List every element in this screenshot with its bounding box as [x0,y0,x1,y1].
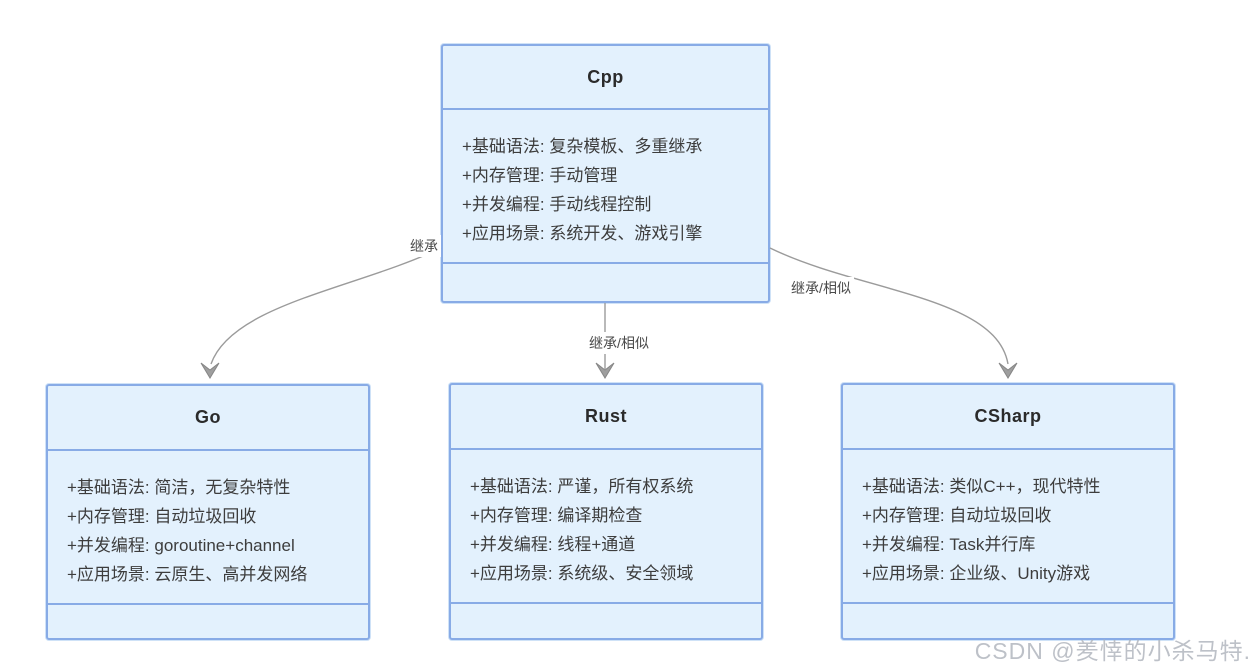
class-attribute: +并发编程: 手动线程控制 [462,195,652,214]
class-box-go[interactable]: Go +基础语法: 简洁，无复杂特性 +内存管理: 自动垃圾回收 +并发编程: … [46,384,370,640]
class-attribute: +应用场景: 系统级、安全领域 [470,564,694,583]
edge-label-cpp-rust: 继承/相似 [586,332,652,354]
class-attribute: +内存管理: 自动垃圾回收 [67,507,257,526]
arrowhead-csharp-icon [998,362,1018,379]
class-attribute: +基础语法: 严谨，所有权系统 [470,477,694,496]
class-box-cpp[interactable]: Cpp +基础语法: 复杂模板、多重继承 +内存管理: 手动管理 +并发编程: … [441,44,770,303]
class-title-csharp: CSharp [843,385,1173,450]
class-attribute: +内存管理: 编译期检查 [470,506,643,525]
class-attributes-csharp: +基础语法: 类似C++，现代特性 +内存管理: 自动垃圾回收 +并发编程: T… [843,450,1173,604]
class-attributes-rust: +基础语法: 严谨，所有权系统 +内存管理: 编译期检查 +并发编程: 线程+通… [451,450,761,604]
class-attribute: +并发编程: 线程+通道 [470,535,636,554]
class-attribute: +应用场景: 系统开发、游戏引擎 [462,224,703,243]
class-attribute: +应用场景: 云原生、高并发网络 [67,565,308,584]
edge-label-cpp-go: 继承 [407,235,441,257]
class-attribute: +并发编程: goroutine+channel [67,536,295,555]
class-methods-empty-rust [451,604,761,638]
edge-label-cpp-csharp: 继承/相似 [788,277,854,299]
class-attribute: +基础语法: 简洁，无复杂特性 [67,478,291,497]
class-attribute: +应用场景: 企业级、Unity游戏 [862,564,1091,583]
class-methods-empty-cpp [443,264,768,301]
class-attributes-go: +基础语法: 简洁，无复杂特性 +内存管理: 自动垃圾回收 +并发编程: gor… [48,451,368,605]
class-attribute: +内存管理: 手动管理 [462,166,618,185]
class-attribute: +基础语法: 类似C++，现代特性 [862,477,1101,496]
class-attribute: +并发编程: Task并行库 [862,535,1036,554]
class-title-rust: Rust [451,385,761,450]
class-attributes-cpp: +基础语法: 复杂模板、多重继承 +内存管理: 手动管理 +并发编程: 手动线程… [443,110,768,264]
watermark: CSDN @羑悻的小杀马特. [974,638,1251,664]
class-box-rust[interactable]: Rust +基础语法: 严谨，所有权系统 +内存管理: 编译期检查 +并发编程:… [449,383,763,640]
arrowhead-rust-icon [595,362,615,379]
class-methods-empty-go [48,605,368,638]
class-attribute: +内存管理: 自动垃圾回收 [862,506,1052,525]
class-title-go: Go [48,386,368,451]
arrowhead-go-icon [200,362,220,379]
class-box-csharp[interactable]: CSharp +基础语法: 类似C++，现代特性 +内存管理: 自动垃圾回收 +… [841,383,1175,640]
class-title-cpp: Cpp [443,46,768,110]
edge-cpp-to-go [210,247,442,365]
edge-cpp-to-csharp [769,247,1009,365]
class-attribute: +基础语法: 复杂模板、多重继承 [462,137,703,156]
